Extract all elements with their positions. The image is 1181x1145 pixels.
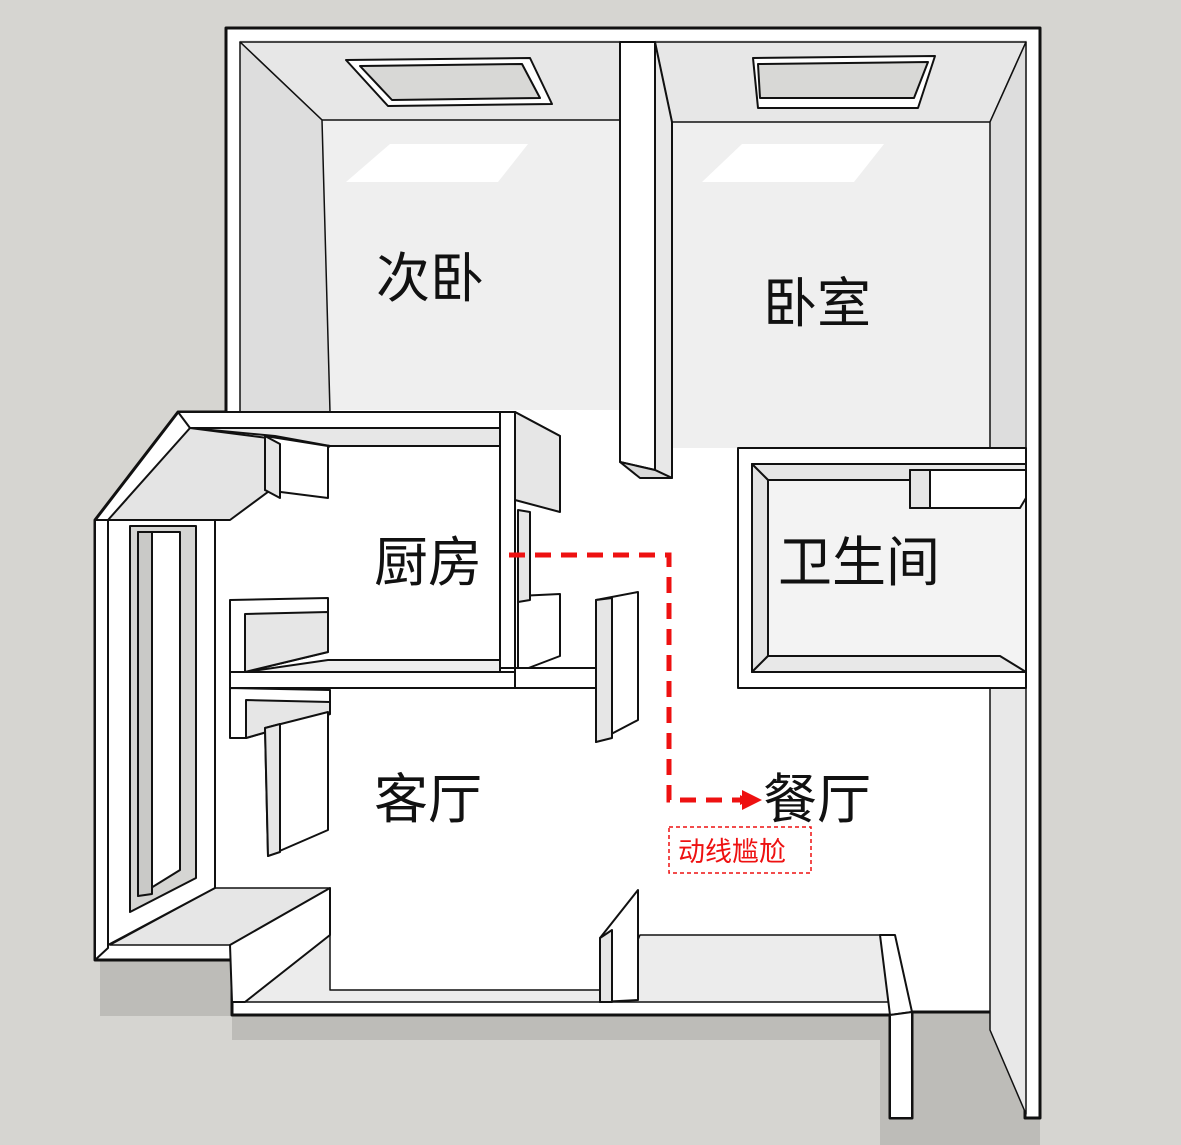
- circulation-path: [509, 552, 762, 810]
- path-arrowhead: [742, 790, 762, 810]
- annotation: 动线尴尬: [668, 826, 812, 874]
- label-secondary-bedroom: 次卧: [376, 247, 484, 310]
- label-bathroom: 卫生间: [778, 531, 940, 594]
- living-room-walls: [229, 687, 331, 857]
- annotation-text: 动线尴尬: [678, 837, 786, 868]
- skylights: [345, 55, 936, 109]
- light-patches: [346, 144, 884, 182]
- label-dining-room: 餐厅: [763, 768, 871, 831]
- room-labels: 次卧 卧室 厨房 卫生间 客厅 餐厅: [374, 247, 940, 831]
- kitchen-walls: [107, 411, 601, 689]
- path-dashed-line: [509, 552, 750, 805]
- bottom-walls: [229, 887, 913, 1119]
- label-kitchen: 厨房: [374, 531, 482, 594]
- perimeter-wall-faces: [109, 41, 1027, 1115]
- annotation-box: [668, 826, 812, 874]
- label-master-bedroom: 卧室: [763, 272, 871, 335]
- bedroom-partition: [619, 41, 673, 479]
- left-wall: [94, 519, 216, 961]
- dining-partition: [595, 591, 639, 743]
- label-living-room: 客厅: [374, 768, 482, 831]
- bathroom-walls: [737, 447, 1027, 689]
